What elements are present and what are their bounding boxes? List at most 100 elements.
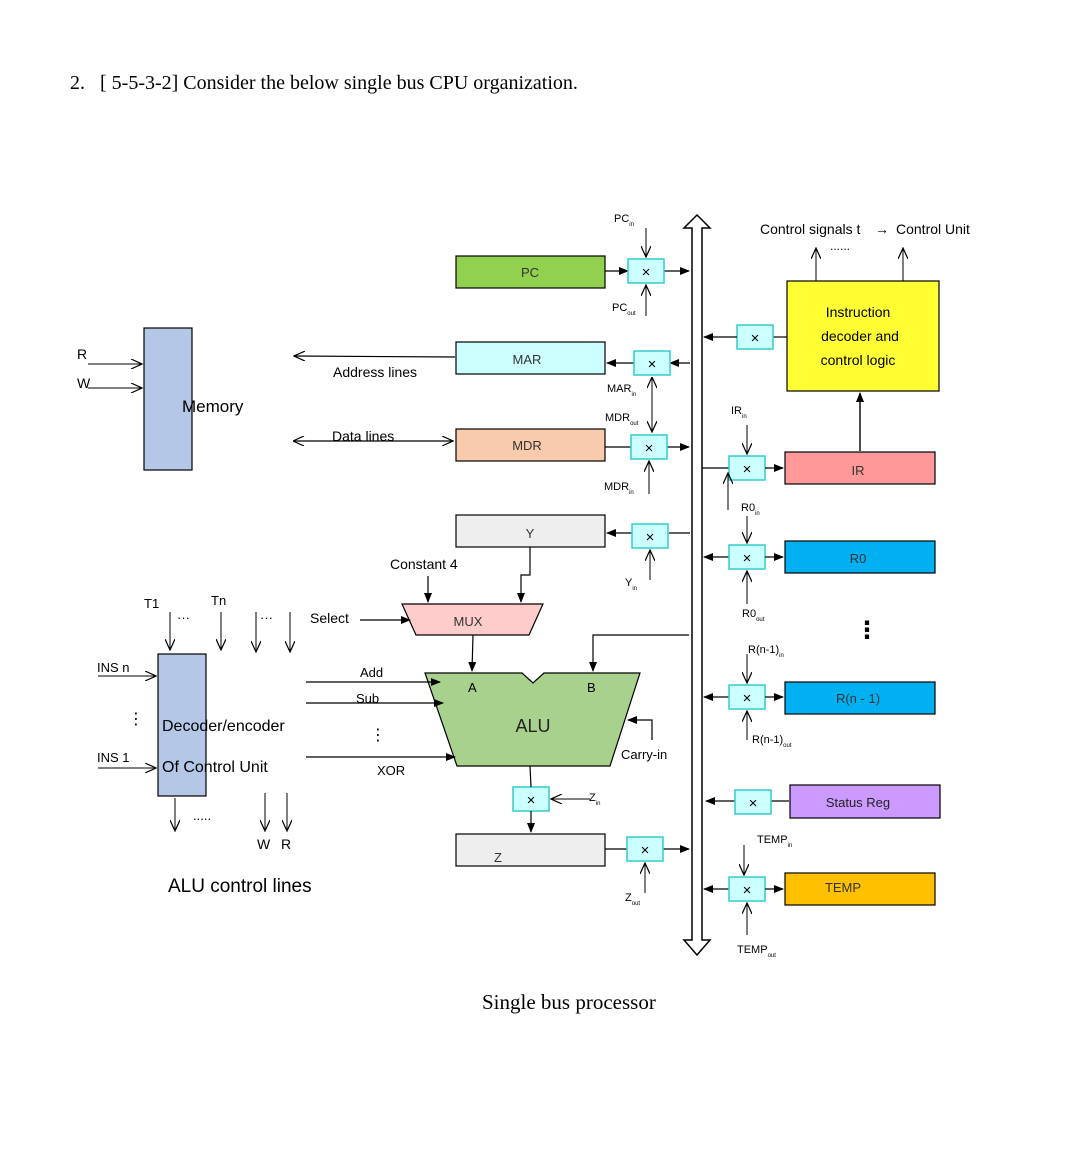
decoder-encoder-block bbox=[157, 653, 207, 797]
ir-register bbox=[784, 451, 936, 485]
question-number: 2. bbox=[70, 72, 85, 94]
temp-out-label: TEMPout bbox=[737, 944, 776, 959]
z-register-label: Z bbox=[494, 850, 502, 865]
mar-register-label: MAR bbox=[513, 352, 542, 367]
y-gate: × bbox=[631, 523, 669, 549]
instruction-decoder-line2: decoder and bbox=[821, 328, 899, 344]
control-signals-arrow: → bbox=[875, 221, 889, 237]
svg-text:×: × bbox=[641, 842, 650, 859]
r0-gate: × bbox=[728, 544, 766, 570]
question-header: 2. [ 5-5-3-2] Consider the below single … bbox=[70, 72, 578, 95]
mar-register bbox=[455, 341, 606, 375]
pc-register-label: PC bbox=[521, 265, 539, 280]
select-label: Select bbox=[310, 610, 349, 626]
registers-ellipsis: ⋮ bbox=[855, 617, 879, 644]
z-out-gate: × bbox=[626, 836, 664, 862]
rn-1-register bbox=[784, 681, 936, 715]
temp-register bbox=[784, 872, 936, 906]
y-register bbox=[455, 514, 606, 548]
temp-register-label: TEMP bbox=[825, 880, 861, 895]
r0-out-label: R0out bbox=[742, 608, 765, 623]
t1-label: T1 bbox=[144, 596, 159, 611]
w-label: W bbox=[257, 836, 271, 852]
z-register bbox=[455, 833, 606, 867]
instruction-decoder-line1: Instruction bbox=[826, 304, 891, 320]
address-lines-arrow bbox=[294, 356, 456, 357]
svg-text:×: × bbox=[751, 330, 760, 347]
carry-in-line bbox=[627, 716, 653, 740]
pc-in-label: PCin bbox=[614, 213, 634, 228]
ins-n-label: INS n bbox=[97, 660, 130, 675]
carry-in-label: Carry-in bbox=[621, 747, 667, 762]
alu-a-label: A bbox=[468, 680, 477, 695]
ins-1-label: INS 1 bbox=[97, 750, 130, 765]
r0-in-label: R0in bbox=[741, 502, 760, 517]
svg-text:×: × bbox=[527, 792, 536, 809]
z-in-gate: × bbox=[512, 786, 550, 812]
mdr-in-label: MDRin bbox=[604, 481, 634, 496]
svg-text:×: × bbox=[648, 356, 657, 373]
ir-gate: × bbox=[728, 455, 766, 481]
temp-in-label: TEMPin bbox=[757, 834, 792, 849]
instruction-decoder-line3: control logic bbox=[821, 352, 896, 368]
sub-label: Sub bbox=[356, 691, 379, 706]
decoder-line2: Of Control Unit bbox=[162, 759, 268, 776]
rn-1-register-label: R(n - 1) bbox=[836, 691, 880, 706]
z-out-label: Zout bbox=[625, 892, 640, 907]
add-label: Add bbox=[360, 665, 383, 680]
bus-to-alu-b bbox=[589, 634, 689, 672]
mdr-register bbox=[455, 428, 606, 462]
mdr-out-label: MDRout bbox=[605, 412, 639, 427]
mdr-register-label: MDR bbox=[512, 438, 542, 453]
status-register bbox=[789, 784, 941, 819]
mux-to-alu-a bbox=[468, 634, 477, 672]
control-signals-dots: ...... bbox=[830, 239, 850, 253]
mux-block bbox=[401, 603, 544, 636]
svg-text:×: × bbox=[743, 882, 752, 899]
svg-text:×: × bbox=[743, 690, 752, 707]
ir-register-label: IR bbox=[852, 463, 865, 478]
y-in-label: Yin bbox=[625, 577, 637, 592]
svg-text:×: × bbox=[743, 550, 752, 567]
instruction-decoder-block bbox=[786, 280, 940, 392]
mar-in-label: MARin bbox=[607, 383, 636, 398]
question-text: [ 5-5-3-2] Consider the below single bus… bbox=[100, 72, 578, 94]
r0-register bbox=[784, 540, 936, 574]
status-gate: × bbox=[734, 789, 772, 815]
r-label: R bbox=[281, 836, 291, 852]
system-bus bbox=[682, 213, 712, 957]
ins-ellipsis-vertical: ⋮ bbox=[128, 711, 144, 728]
svg-text:×: × bbox=[645, 440, 654, 457]
svg-text:×: × bbox=[749, 795, 758, 812]
rn-gate: × bbox=[728, 684, 766, 710]
memory-r-label: R bbox=[77, 346, 87, 362]
svg-text:×: × bbox=[646, 529, 655, 546]
memory-w-label: W bbox=[77, 375, 91, 391]
xor-label: XOR bbox=[377, 763, 405, 778]
control-unit-label: Control Unit bbox=[896, 221, 970, 237]
alu-b-label: B bbox=[587, 680, 596, 695]
r0-register-label: R0 bbox=[850, 551, 867, 566]
diagram-caption: Single bus processor bbox=[482, 990, 656, 1014]
mar-gate: × bbox=[633, 350, 671, 376]
svg-text:×: × bbox=[642, 264, 651, 281]
decoder-gate: × bbox=[736, 324, 774, 350]
status-register-label: Status Reg bbox=[826, 795, 890, 810]
pc-gate: × bbox=[627, 258, 665, 284]
alu-control-lines-label: ALU control lines bbox=[168, 876, 312, 897]
decoder-line1: Decoder/encoder bbox=[162, 718, 285, 735]
svg-text:×: × bbox=[743, 461, 752, 478]
pc-register bbox=[455, 255, 606, 289]
alu-label: ALU bbox=[515, 716, 550, 736]
y-to-mux-line bbox=[517, 547, 531, 603]
memory-block bbox=[143, 327, 193, 471]
tn-label: Tn bbox=[211, 593, 226, 608]
ir-in-label: IRin bbox=[731, 405, 747, 420]
temp-gate: × bbox=[728, 876, 766, 902]
control-signals-label: Control signals t bbox=[760, 221, 860, 237]
mdr-gate: × bbox=[630, 434, 668, 460]
alu-to-z-gate bbox=[529, 765, 532, 788]
y-register-label: Y bbox=[526, 526, 535, 541]
pc-out-label: PCout bbox=[612, 302, 636, 317]
